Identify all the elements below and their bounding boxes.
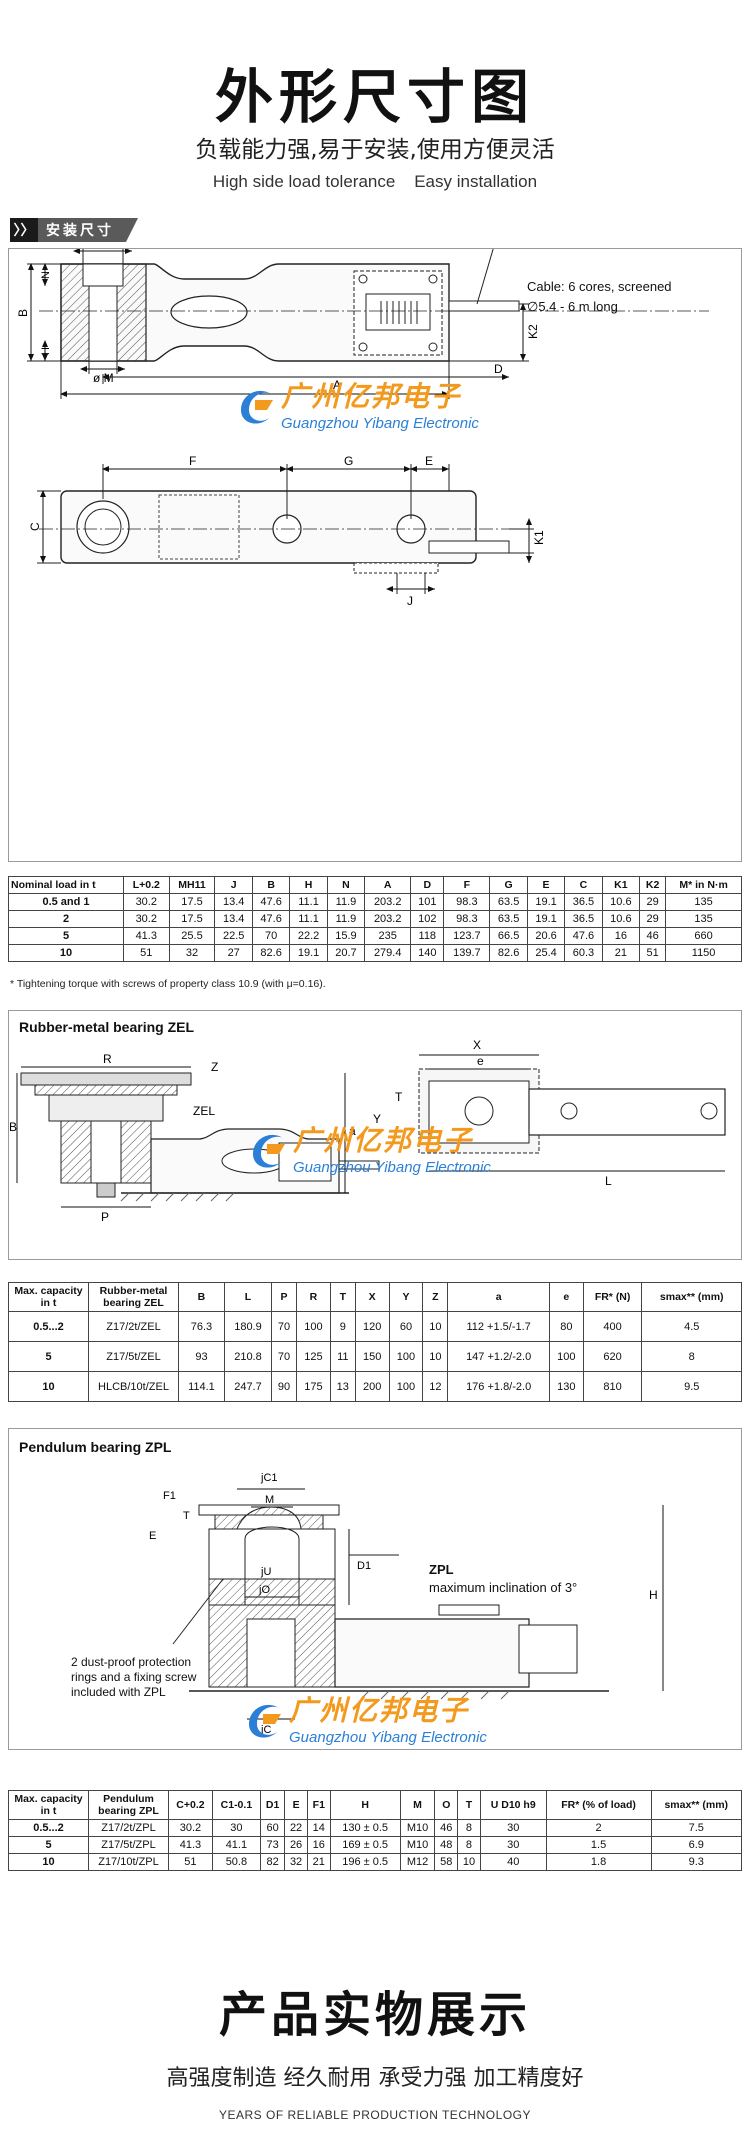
- dim-label-p: P: [101, 1210, 109, 1224]
- section-tag-label: 安装尺寸: [38, 218, 138, 242]
- dim-label-c: C: [28, 522, 42, 531]
- zpl-bearing-panel: Pendulum bearing ZPL jC1 M F1 T E jU jO …: [8, 1428, 742, 1750]
- dim-label-f: F: [189, 454, 196, 468]
- dim-label-d1: D1: [357, 1560, 371, 1572]
- page-title: 外形尺寸图: [214, 63, 535, 131]
- dim-label-j: J: [407, 594, 413, 608]
- product-showcase-subtitle-en: YEARS OF RELIABLE PRODUCTION TECHNOLOGY: [218, 2108, 531, 2122]
- dim-label-n: N: [40, 271, 52, 279]
- zpl-panel-title: Pendulum bearing ZPL: [19, 1439, 172, 1455]
- dim-label-h: H: [649, 1588, 658, 1602]
- company-logo-icon: [253, 1134, 285, 1168]
- dim-label-k2: K2: [526, 324, 540, 339]
- dim-label-z: Z: [211, 1060, 218, 1074]
- dim-label-e: E: [149, 1530, 156, 1542]
- zel-bearing-table: Max. capacity in t Rubber-metal bearing …: [8, 1282, 742, 1402]
- dim-label-a: A: [333, 378, 341, 392]
- zpl-bearing-table: Max. capacity in t Pendulum bearing ZPL …: [8, 1790, 743, 1871]
- zpl-bearing-drawing: jC1 M F1 T E jU jO D1 H jC: [149, 1472, 664, 1736]
- dim-label-e: E: [425, 454, 433, 468]
- page-subtitle-cn: 负载能力强,易于安装,使用方便灵活: [195, 137, 555, 163]
- dim-label-e: e: [477, 1054, 484, 1068]
- product-showcase-subtitle-cn: 高强度制造 经久耐用 承受力强 加工精度好: [166, 2066, 584, 2091]
- dim-label-l: L: [605, 1174, 612, 1188]
- dim-label-phi-l: ø L: [93, 249, 111, 252]
- nominal-load-table: Nominal load in t L+0.2 MH11 J B H N A D…: [8, 876, 742, 962]
- dim-label-m: M: [265, 1494, 274, 1506]
- company-logo-icon: [241, 390, 273, 424]
- torque-footnote: * Tightening torque with screws of prope…: [10, 978, 326, 990]
- dim-label-r: R: [103, 1052, 112, 1066]
- dim-label-jo: jO: [258, 1584, 270, 1596]
- dim-label-ju: jU: [260, 1566, 271, 1578]
- dim-label-d: D: [494, 362, 503, 376]
- dim-label-h: H: [40, 347, 52, 355]
- dim-label-b: B: [16, 309, 30, 317]
- zel-bearing-drawing: R Z B ZEL a P X e T Y L: [9, 1038, 726, 1224]
- page-subtitle-en: High side load tolerance Easy installati…: [212, 172, 538, 191]
- dim-label-a: a: [349, 1124, 356, 1138]
- dim-label-jc1: jC1: [260, 1472, 278, 1484]
- product-showcase-title: 产品实物展示: [218, 1987, 531, 2043]
- zel-bearing-panel: Rubber-metal bearing ZEL R Z B ZEL a P: [8, 1010, 742, 1260]
- dim-label-y: Y: [373, 1112, 381, 1126]
- zel-panel-title: Rubber-metal bearing ZEL: [19, 1019, 195, 1035]
- table-header-row: Max. capacity in t Rubber-metal bearing …: [8, 1282, 742, 1312]
- dim-label-t: T: [395, 1090, 403, 1104]
- dimension-drawing-panel: ø L ø M B N H A D K2 F G: [8, 248, 742, 862]
- dim-label-t: T: [183, 1510, 190, 1522]
- dim-label-b: B: [9, 1120, 17, 1134]
- zel-callout: ZEL: [193, 1104, 215, 1118]
- dim-label-f1: F1: [163, 1490, 176, 1502]
- zpl-note: ZPL maximum inclination of 3°: [429, 1562, 578, 1595]
- cable-note: Cable: 6 cores, screened ∅5.4 - 6 m long: [527, 279, 672, 314]
- dim-label-x: X: [473, 1038, 481, 1052]
- section-tag: 〉〉 安装尺寸: [10, 218, 138, 242]
- table-header-row: Nominal load in t L+0.2 MH11 J B H N A D…: [8, 876, 742, 894]
- dim-label-g: G: [344, 454, 353, 468]
- dim-label-k1: K1: [532, 530, 546, 545]
- company-logo-icon: [249, 1704, 281, 1738]
- table-header-row: Max. capacity in t Pendulum bearing ZPL …: [8, 1790, 743, 1820]
- dim-label-jc: jC: [260, 1724, 271, 1736]
- chevron-icon: 〉〉: [10, 218, 38, 242]
- load-cell-dimension-drawing: ø L ø M B N H A D K2 F G: [16, 249, 709, 608]
- dust-ring-note: 2 dust-proof protection rings and a fixi…: [71, 1655, 197, 1699]
